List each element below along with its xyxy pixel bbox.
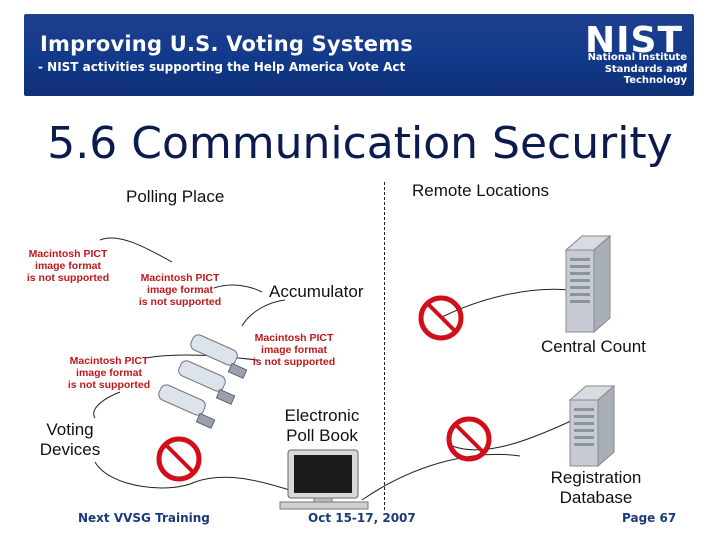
unsupported-image-placeholder: Macintosh PICT image format is not suppo… xyxy=(67,355,151,391)
label-electronic-poll-book-line-2: Poll Book xyxy=(286,426,358,445)
label-central-count: Central Count xyxy=(541,337,646,356)
label-accumulator: Accumulator xyxy=(269,282,364,301)
no-symbol-icon xyxy=(446,416,492,462)
link-accumulator-pict3 xyxy=(241,299,286,327)
placeholder-line-3: is not supported xyxy=(252,356,336,368)
unsupported-image-placeholder: Macintosh PICT image format is not suppo… xyxy=(252,332,336,368)
footer-page-number: Page 67 xyxy=(622,511,677,525)
network-boundary-divider xyxy=(384,182,385,510)
label-remote-locations: Remote Locations xyxy=(412,181,550,200)
placeholder-line-3: is not supported xyxy=(138,296,222,308)
no-symbol-icon xyxy=(418,295,464,341)
no-symbol-icon xyxy=(156,436,202,482)
header-banner xyxy=(24,14,694,96)
placeholder-line-2: image format xyxy=(76,367,142,379)
placeholder-line-3: is not supported xyxy=(67,379,151,391)
label-registration-database-line-2: Database xyxy=(559,488,633,507)
label-polling-place: Polling Place xyxy=(126,187,225,206)
server-icon xyxy=(564,234,612,334)
banner-title: Improving U.S. Voting Systems xyxy=(40,32,413,56)
placeholder-line-2: image format xyxy=(35,260,101,272)
label-registration-database-line-1: Registration xyxy=(550,468,642,487)
banner-subtitle: - NIST activities supporting the Help Am… xyxy=(38,60,406,74)
label-electronic-poll-book-line-1: Electronic xyxy=(284,406,360,425)
link-voting-poll xyxy=(94,461,291,491)
placeholder-line-1: Macintosh PICT xyxy=(140,272,220,284)
link-poll-centralcount xyxy=(361,453,521,501)
placeholder-line-2: image format xyxy=(261,344,327,356)
nist-org-line-1: National Institute of xyxy=(587,52,687,74)
link-pict4-voting xyxy=(93,391,121,419)
footer-date: Oct 15-17, 2007 xyxy=(308,511,416,525)
label-voting-devices-line-1: Voting xyxy=(46,420,94,439)
placeholder-line-1: Macintosh PICT xyxy=(28,248,108,260)
computer-icon xyxy=(279,449,369,510)
nist-logo: NIST xyxy=(585,20,684,61)
placeholder-line-3: is not supported xyxy=(26,272,110,284)
label-registration-database: Registration Database xyxy=(536,468,656,508)
unsupported-image-placeholder: Macintosh PICT image format is not suppo… xyxy=(26,248,110,284)
slide-title: 5.6 Communication Security xyxy=(47,118,673,169)
link-pict1-pict2 xyxy=(99,237,173,263)
unsupported-image-placeholder: Macintosh PICT image format is not suppo… xyxy=(138,272,222,308)
footer-training-label: Next VVSG Training xyxy=(78,511,210,525)
nist-org-line-2: Standards and Technology xyxy=(604,64,687,86)
label-voting-devices: Voting Devices xyxy=(30,420,110,460)
placeholder-line-1: Macintosh PICT xyxy=(254,332,334,344)
label-electronic-poll-book: Electronic Poll Book xyxy=(270,406,374,446)
link-pict3-pict4 xyxy=(144,354,259,361)
link-pollbook-db xyxy=(451,419,574,451)
server-icon xyxy=(568,384,616,468)
placeholder-line-2: image format xyxy=(147,284,213,296)
link-pict2-accumulator xyxy=(213,284,263,293)
link-accumulator-server1 xyxy=(439,288,571,319)
usb-drive-icon xyxy=(178,360,236,405)
usb-drive-icon xyxy=(158,384,216,429)
label-voting-devices-line-2: Devices xyxy=(39,440,101,459)
placeholder-line-1: Macintosh PICT xyxy=(69,355,149,367)
usb-drive-icon xyxy=(190,334,248,379)
